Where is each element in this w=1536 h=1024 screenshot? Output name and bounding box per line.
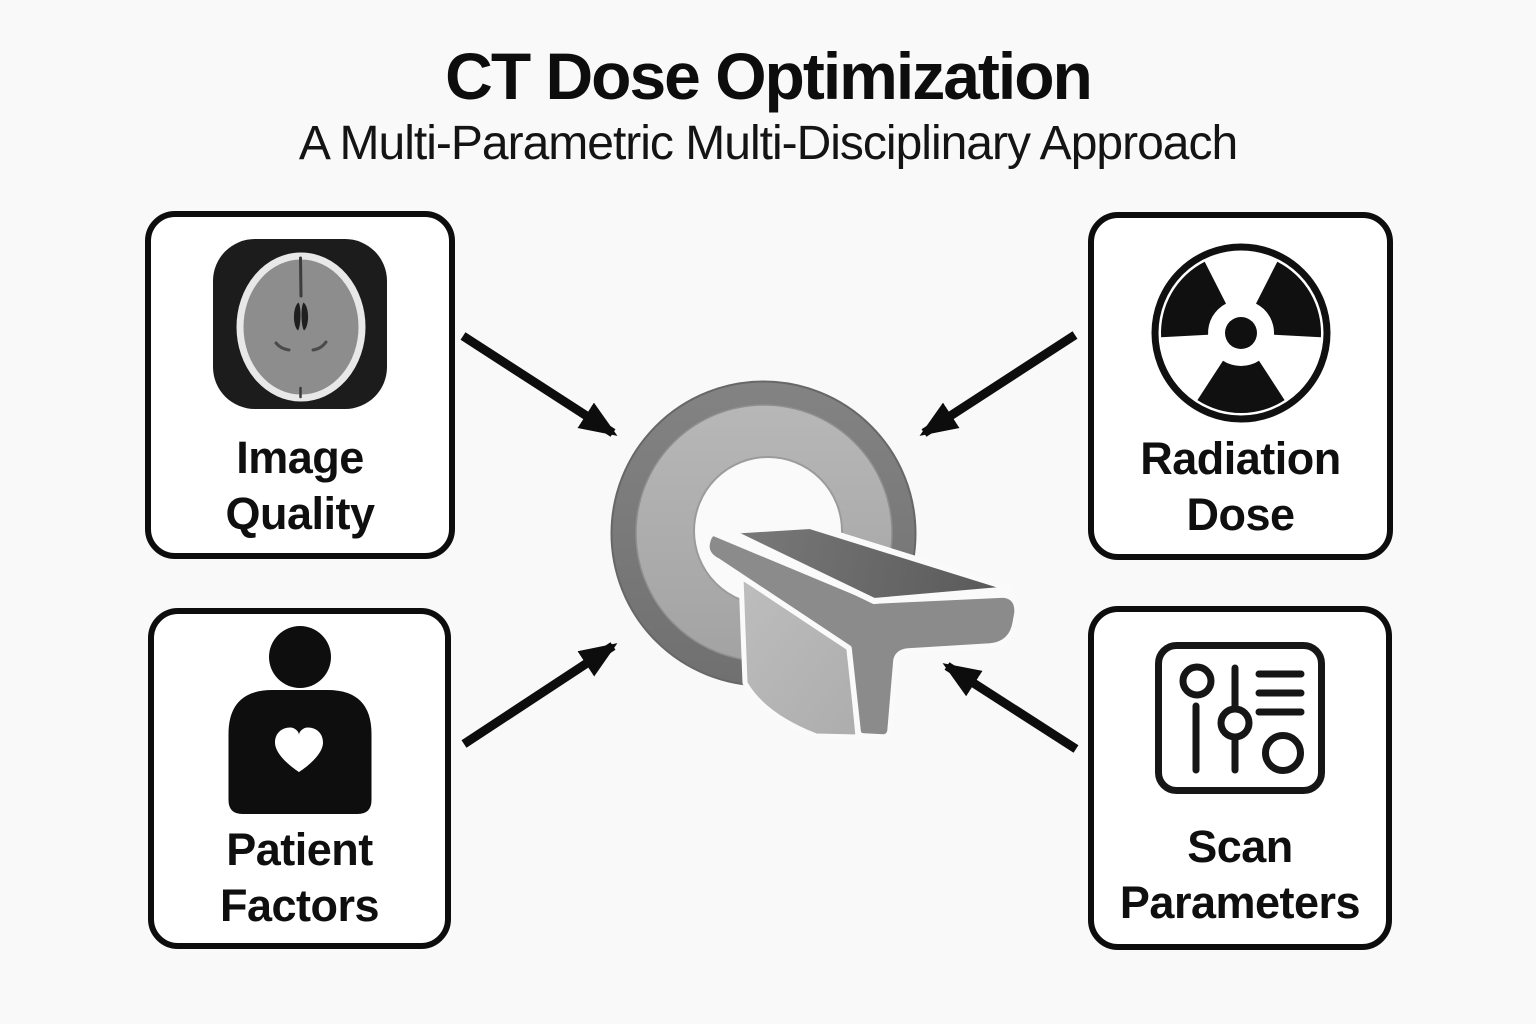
connector-arrows xyxy=(460,331,1079,753)
radiation-icon xyxy=(1146,238,1336,428)
node-label-scan-parameters: Scan Parameters xyxy=(1119,820,1361,929)
node-radiation-dose: Radiation Dose xyxy=(1088,212,1393,560)
brain-ct-icon xyxy=(213,239,387,409)
node-patient-factors: Patient Factors xyxy=(148,608,451,949)
page-title: CT Dose Optimization xyxy=(445,39,1093,113)
arrow-scan-parameters-to-scanner xyxy=(942,662,1079,753)
node-image-quality: Image Quality xyxy=(145,211,455,559)
node-label-image-quality: Image Quality xyxy=(225,431,375,540)
ct-table-support xyxy=(704,530,1020,740)
arrow-patient-factors-to-scanner xyxy=(461,642,618,748)
arrow-radiation-dose-to-scanner xyxy=(919,331,1078,437)
node-label-radiation-dose: Radiation Dose xyxy=(1140,432,1341,541)
node-scan-parameters: Scan Parameters xyxy=(1088,606,1392,950)
ct-table-top xyxy=(726,523,1015,604)
ct-gantry-ring xyxy=(610,380,917,687)
node-label-patient-factors: Patient Factors xyxy=(219,823,380,932)
sliders-icon xyxy=(1155,642,1325,794)
arrow-image-quality-to-scanner xyxy=(460,332,618,437)
ct-table-pedestal xyxy=(738,574,861,740)
page-subtitle: A Multi-Parametric Multi-Disciplinary Ap… xyxy=(298,117,1238,170)
patient-icon xyxy=(205,624,395,814)
